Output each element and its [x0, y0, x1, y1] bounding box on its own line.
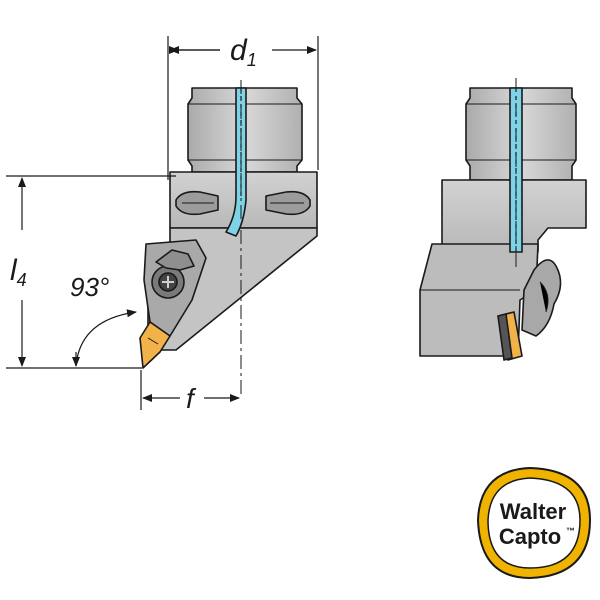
logo-trademark: ™ — [566, 526, 575, 536]
dimension-f — [140, 370, 240, 410]
front-clamp — [521, 259, 562, 337]
label-angle: 93° — [70, 272, 109, 302]
dimension-d1 — [167, 36, 319, 180]
front-body — [419, 243, 539, 357]
front-view — [419, 87, 587, 361]
dimension-angle — [72, 309, 137, 367]
side-insert — [139, 321, 171, 369]
label-l4: l4 — [10, 254, 27, 290]
dimension-l4 — [6, 175, 176, 369]
walter-capto-logo: Walter Capto ™ — [476, 466, 592, 580]
label-f: f — [186, 383, 197, 414]
side-clamp — [155, 249, 195, 271]
logo-line1: Walter — [500, 499, 567, 524]
label-d1: d1 — [230, 34, 257, 70]
front-insert-seat — [497, 313, 513, 361]
side-view — [139, 87, 318, 369]
logo-line2: Capto — [499, 524, 561, 549]
